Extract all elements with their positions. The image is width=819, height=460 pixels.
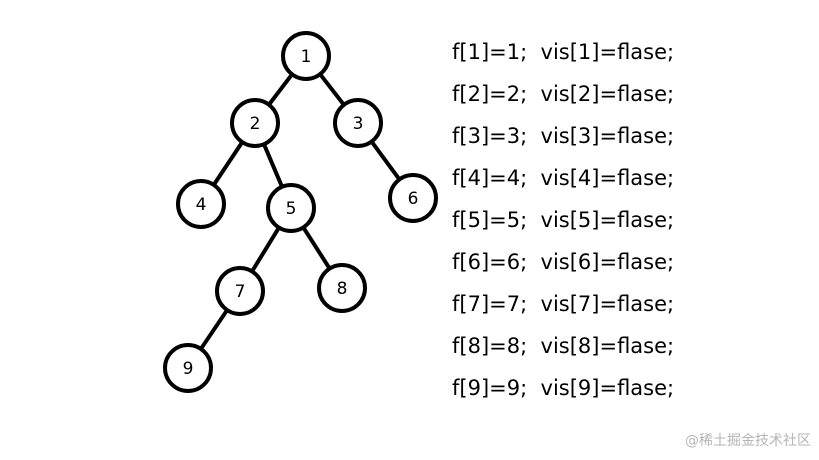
tree-node-8: 8	[317, 263, 367, 313]
tree-edge-2-4	[211, 140, 245, 187]
node-circle	[266, 183, 316, 233]
node-label: 9	[183, 359, 194, 379]
node-label: 4	[196, 195, 207, 215]
tree-edge-5-7	[250, 225, 281, 274]
tree-edge-1-2	[266, 72, 295, 107]
node-circle	[215, 266, 265, 316]
code-line: f[4]=4; vis[4]=flase;	[452, 166, 675, 190]
node-circle	[317, 263, 367, 313]
node-label: 3	[353, 114, 364, 134]
tree-node-5: 5	[266, 183, 316, 233]
node-circle	[230, 98, 280, 148]
code-line: f[5]=5; vis[5]=flase;	[452, 208, 675, 232]
tree-node-4: 4	[176, 179, 226, 229]
tree-node-2: 2	[230, 98, 280, 148]
tree-node-9: 9	[163, 343, 213, 393]
node-label: 6	[408, 189, 419, 209]
tree-edges	[198, 72, 402, 351]
tree-edge-7-9	[198, 308, 230, 351]
tree-nodes: 1 2 3 4 5 6 7 8 9	[163, 31, 438, 393]
node-label: 2	[250, 114, 261, 134]
code-line: f[1]=1; vis[1]=flase;	[452, 40, 675, 64]
node-label: 8	[337, 279, 348, 299]
code-line: f[6]=6; vis[6]=flase;	[452, 250, 675, 274]
tree-node-6: 6	[388, 173, 438, 223]
code-line: f[3]=3; vis[3]=flase;	[452, 124, 675, 148]
node-circle	[281, 31, 331, 81]
node-label: 1	[301, 47, 312, 67]
code-line: f[9]=9; vis[9]=flase;	[452, 376, 675, 400]
watermark: @稀土掘金技术社区	[685, 433, 811, 449]
node-circle	[388, 173, 438, 223]
tree-edge-3-6	[369, 139, 402, 182]
node-circle	[163, 343, 213, 393]
code-line: f[7]=7; vis[7]=flase;	[452, 292, 675, 316]
tree-edge-2-5	[261, 142, 285, 189]
code-line: f[8]=8; vis[8]=flase;	[452, 334, 675, 358]
node-label: 5	[286, 199, 297, 219]
node-circle	[333, 98, 383, 148]
tree-edge-1-3	[318, 72, 346, 107]
code-listing: f[1]=1; vis[1]=flase; f[2]=2; vis[2]=fla…	[452, 38, 674, 416]
tree-edge-5-8	[301, 225, 332, 271]
node-label: 7	[235, 282, 246, 302]
tree-node-1: 1	[281, 31, 331, 81]
tree-node-7: 7	[215, 266, 265, 316]
code-line: f[2]=2; vis[2]=flase;	[452, 82, 675, 106]
node-circle	[176, 179, 226, 229]
tree-node-3: 3	[333, 98, 383, 148]
